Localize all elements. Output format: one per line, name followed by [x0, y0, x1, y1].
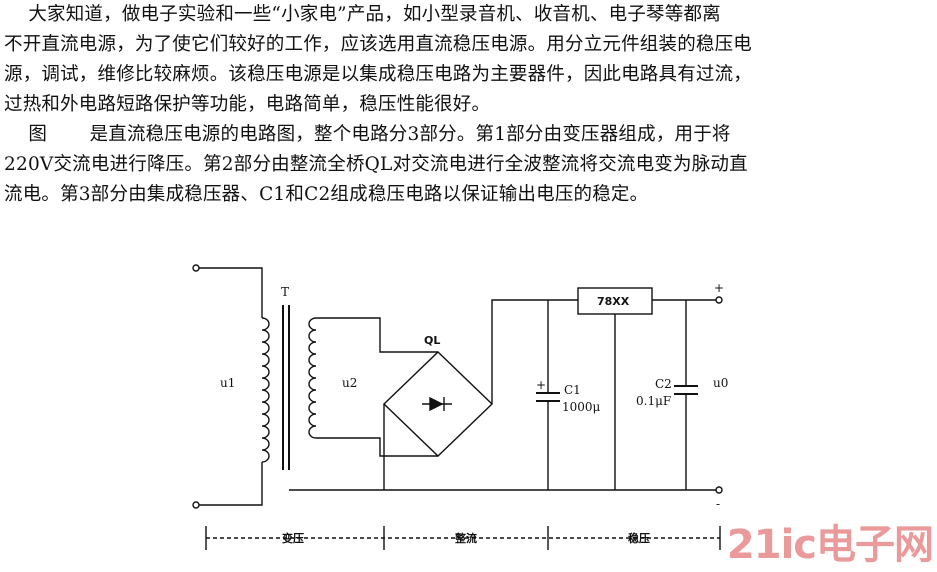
output-minus-label: -	[716, 497, 720, 511]
bridge-label: QL	[424, 334, 440, 347]
secondary-voltage-label: u2	[342, 376, 357, 390]
section-regulate-label: 稳压	[628, 531, 650, 545]
c1-polarity: +	[536, 378, 546, 392]
input-terminal-top	[192, 264, 200, 272]
input-terminal-bottom	[192, 501, 200, 509]
regulator-box	[577, 287, 653, 315]
transformer-label: T	[281, 285, 289, 299]
c2-label: C2	[655, 377, 672, 391]
article-text: 大家知道，做电子实验和一些“小家电”产品，如小型录音机、收音机、电子琴等都离 不…	[4, 0, 934, 210]
paragraph-line: 220V交流电进行降压。第2部分由整流全桥QL对交流电进行全波整流将交流电变为脉…	[4, 154, 748, 175]
primary-wire-bottom	[199, 462, 263, 506]
bridge-rectifier	[382, 351, 494, 457]
paragraph-line: 过热和外电路短路保护等功能，电路简单，稳压性能很好。	[4, 94, 491, 115]
primary-coil	[261, 317, 270, 463]
secondary-wire-bottom	[316, 437, 438, 457]
paragraph-line: 图 是直流稳压电源的电路图，整个电路分3部分。第1部分由变压器组成，用于将	[4, 124, 731, 145]
paragraph-line: 不开直流电源，为了使它们较好的工作，应该选用直流稳压电源。用分立元件组装的稳压电	[4, 34, 753, 55]
bridge-output-positive	[491, 299, 578, 404]
primary-wire-top	[199, 267, 263, 318]
paragraph-line: 源，调试，维修比较麻烦。该稳压电源是以集成稳压电路为主要器件，因此电路具有过流，	[4, 64, 753, 85]
output-voltage-label: u0	[713, 376, 728, 390]
c1-value: 1000μ	[562, 400, 601, 414]
section-rectify-label: 整流	[454, 531, 477, 545]
secondary-coil	[308, 317, 317, 439]
site-watermark: 21ic电子网	[726, 522, 934, 568]
secondary-wire-top	[316, 317, 438, 353]
c2-value: 0.1μF	[636, 394, 671, 408]
output-plus-label: +	[714, 281, 724, 295]
section-transform-label: 变压	[282, 531, 304, 545]
paragraph-line: 流电。第3部分由集成稳压器、C1和C2组成稳压电路以保证输出电压的稳定。	[4, 184, 649, 205]
c1-label: C1	[564, 383, 581, 397]
paragraph-line: 大家知道，做电子实验和一些“小家电”产品，如小型录音机、收音机、电子琴等都离	[4, 4, 721, 25]
output-terminal-positive	[715, 296, 723, 304]
primary-voltage-label: u1	[220, 376, 235, 390]
regulator-label: 78XX	[597, 295, 630, 308]
output-terminal-negative	[715, 486, 723, 494]
